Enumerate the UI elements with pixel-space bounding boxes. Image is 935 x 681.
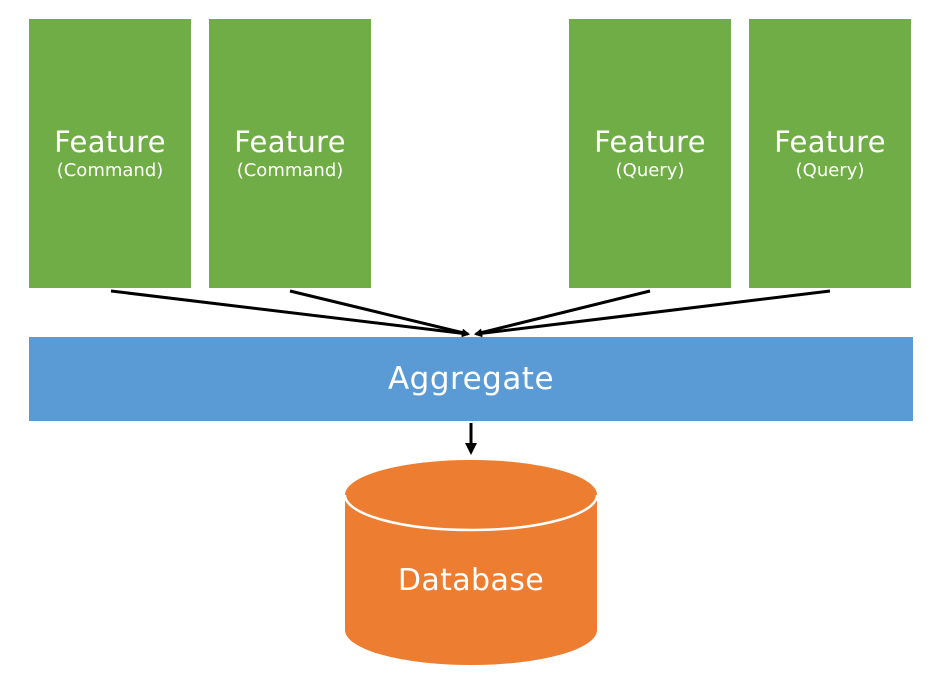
feature-subtitle: (Command) (236, 159, 344, 181)
aggregate-label: Aggregate (387, 361, 555, 397)
feature-subtitle: (Command) (56, 159, 164, 181)
arrow-feature-4-to-aggregate (474, 289, 831, 338)
arrow-feature-3-to-aggregate (474, 289, 651, 337)
feature-subtitle: (Query) (795, 159, 865, 181)
feature-query-box-1: Feature (Query) (569, 19, 731, 288)
feature-title: Feature (594, 124, 706, 159)
feature-title: Feature (234, 124, 346, 159)
feature-subtitle: (Query) (615, 159, 685, 181)
arrow-feature-1-to-aggregate (110, 289, 470, 338)
feature-query-box-2: Feature (Query) (749, 19, 911, 288)
database-label: Database (397, 562, 545, 598)
feature-title: Feature (774, 124, 886, 159)
feature-title: Feature (54, 124, 166, 159)
feature-command-box-2: Feature (Command) (209, 19, 371, 288)
feature-command-box-1: Feature (Command) (29, 19, 191, 288)
aggregate-bar: Aggregate (29, 337, 913, 421)
arrow-feature-2-to-aggregate (289, 289, 470, 337)
